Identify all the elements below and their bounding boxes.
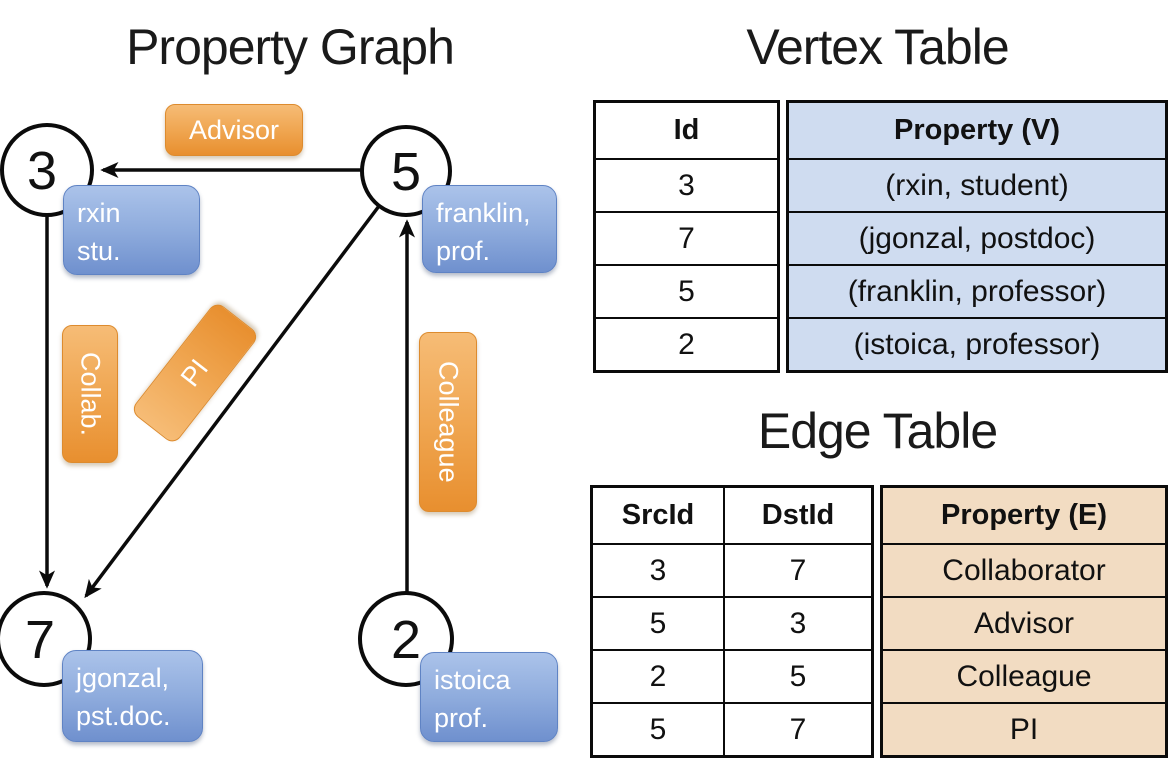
table-header-row: Property (E) [883,488,1165,543]
table-row: 5 [596,264,777,317]
table-cell: 7 [723,545,871,596]
table-row: 5 3 [593,596,871,649]
table-cell: PI [883,704,1165,755]
table-cell: 5 [678,274,695,308]
table-row: (jgonzal, postdoc) [789,211,1165,264]
table-header-row: Property (V) [789,103,1165,158]
edge-table-header-srcid: SrcId [621,499,695,531]
table-row: Colleague [883,649,1165,702]
edge-label-colleague-text: Colleague [433,361,464,483]
table-row: Collaborator [883,543,1165,596]
edge-label-colleague: Colleague [419,332,477,512]
table-row: (rxin, student) [789,158,1165,211]
table-row: 5 7 [593,702,871,755]
edge-label-advisor-text: Advisor [188,114,280,145]
vertex-property-box-3-line1: rxin [77,198,121,228]
table-header-row: SrcId DstId [593,488,871,543]
edge-table-property-column: Property (E) Collaborator Advisor Collea… [880,485,1168,758]
vertex-table-header-property: Property (V) [789,103,1165,158]
vertex-property-box-7-line2: pst.doc. [76,701,171,732]
table-cell: 7 [678,221,695,255]
node-2-id: 2 [391,610,421,670]
vertex-property-box-3-line2: stu. [77,236,121,267]
table-cell: (rxin, student) [789,160,1165,211]
table-row: 2 [596,317,777,370]
edge-label-collab: Collab. [62,325,118,463]
vertex-property-box-5-line2: prof. [436,236,491,267]
vertex-property-box-7-line1: jgonzal, [76,663,170,693]
node-7-id: 7 [25,610,55,670]
edge-table-header-property: Property (E) [883,488,1165,543]
vertex-property-box-2-line2: prof. [434,703,489,734]
table-cell: 2 [678,327,695,361]
table-row: (franklin, professor) [789,264,1165,317]
table-cell: (istoica, professor) [789,319,1165,370]
vertex-property-box-7: jgonzal, pst.doc. [62,650,203,742]
table-row: 7 [596,211,777,264]
edge-table-id-columns: SrcId DstId 3 7 5 3 2 5 5 7 [590,485,874,758]
table-cell: 5 [723,651,871,702]
table-cell: (jgonzal, postdoc) [789,213,1165,264]
table-cell: (franklin, professor) [789,266,1165,317]
vertex-table-property-column: Property (V) (rxin, student) (jgonzal, p… [786,100,1168,373]
table-row: (istoica, professor) [789,317,1165,370]
vertex-table-header-id: Id [673,114,700,146]
table-row: 3 [596,158,777,211]
edge-label-collab-text: Collab. [75,351,106,437]
vertex-property-box-3: rxin stu. [63,185,200,275]
node-5-id: 5 [391,142,421,202]
table-cell: Collaborator [883,545,1165,596]
vertex-table-title: Vertex Table [746,19,1009,75]
table-cell: Advisor [883,598,1165,649]
edge-label-pi-text: PI [174,353,215,392]
property-graph-canvas: 3 5 7 2 [0,123,454,687]
table-cell: 3 [649,553,667,587]
vertex-property-box-2-line1: istoica [434,665,511,695]
vertex-property-box-5: franklin, prof. [422,185,557,273]
edge-table-header-dstid: DstId [723,488,871,543]
table-row: 2 5 [593,649,871,702]
table-row: PI [883,702,1165,755]
table-cell: 3 [723,598,871,649]
vertex-property-box-5-line1: franklin, [436,198,531,228]
table-header-row: Id [596,103,777,158]
table-cell: 5 [649,606,667,640]
table-row: Advisor [883,596,1165,649]
table-cell: 7 [723,704,871,755]
edge-pi-5-to-7 [84,204,381,599]
table-cell: Colleague [883,651,1165,702]
table-cell: 2 [649,659,667,693]
edge-table-title: Edge Table [757,403,998,459]
vertex-table-id-column: Id 3 7 5 2 [593,100,780,373]
node-3-id: 3 [27,141,57,201]
table-row: 3 7 [593,543,871,596]
table-cell: 3 [678,168,695,202]
table-cell: 5 [649,712,667,746]
vertex-property-box-2: istoica prof. [420,652,558,742]
property-graph-title: Property Graph [126,19,455,75]
edge-label-advisor: Advisor [165,104,303,156]
